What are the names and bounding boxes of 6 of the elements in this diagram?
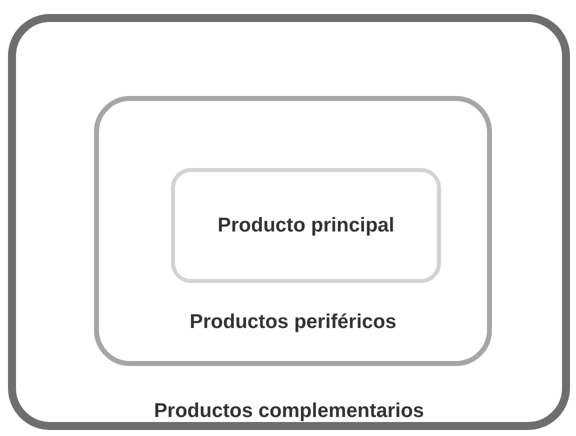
outer-rounded-box <box>8 14 570 430</box>
inner-rounded-box <box>171 168 441 283</box>
middle-rounded-box <box>94 96 492 366</box>
box-label: Productos periféricos <box>190 311 396 334</box>
box-label: Productos complementarios <box>154 400 424 423</box>
box-label: Producto principal <box>218 214 394 237</box>
